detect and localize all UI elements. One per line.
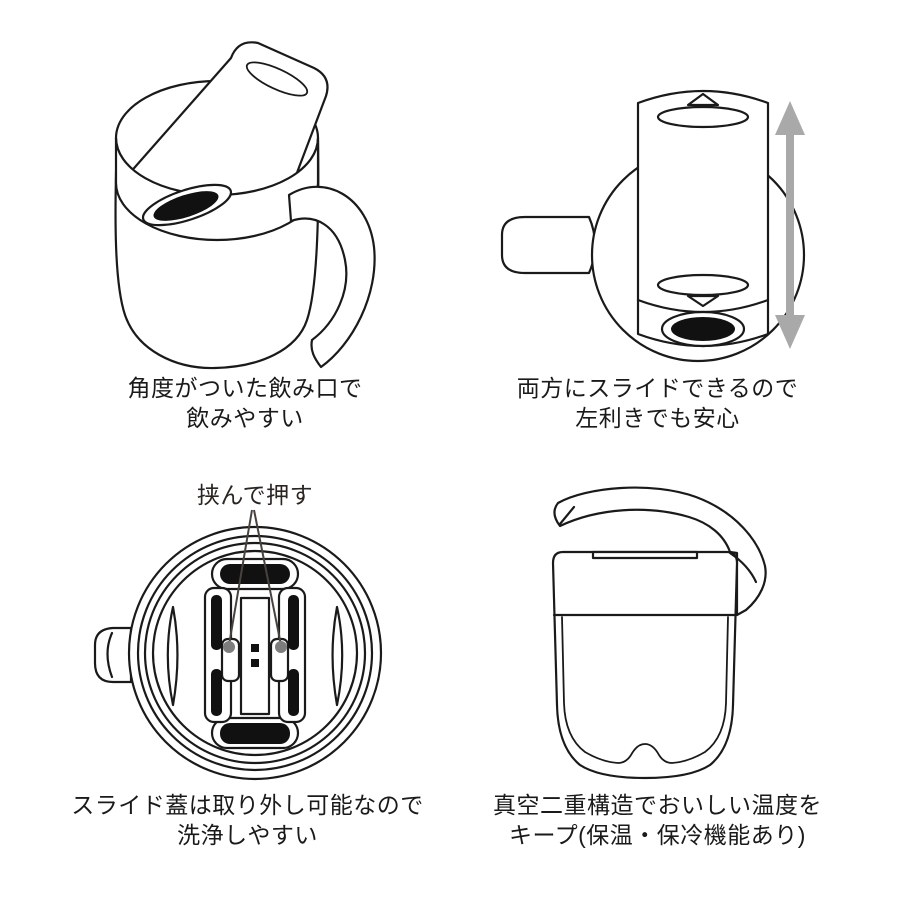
slide-direction-arrow [775,101,805,349]
caption-line: 左利きでも安心 [575,404,740,431]
pinch-annotation-label: 挟んで押す [196,482,314,508]
caption-angled-spout: 角度がついた飲み口で 飲みやすい [30,374,460,434]
caption-line: 飲みやすい [186,404,304,431]
caption-slide-both-ways: 両方にスライドできるので 左利きでも安心 [445,374,870,434]
caption-line: 両方にスライドできるので [516,375,799,401]
mug-top-view-slide-illustration [500,89,806,363]
caption-line: 角度がついた飲み口で [127,375,363,401]
pinch-point-leader-lines [223,509,287,653]
caption-vacuum-insulation: 真空二重構造でおいしい温度を キープ(保温・保冷機能あり) [445,791,870,851]
slide-lid-top-view-illustration [93,509,383,781]
caption-line: 真空二重構造でおいしい温度を [493,792,822,818]
caption-removable-lid: スライド蓋は取り外し可能なので 洗浄しやすい [30,791,465,851]
caption-line: スライド蓋は取り外し可能なので [71,792,424,818]
caption-line: キープ(保温・保冷機能あり) [509,821,806,848]
caption-line: 洗浄しやすい [177,821,318,848]
mug-cross-section-illustration [551,486,767,780]
mug-angled-lid-illustration [114,41,376,370]
